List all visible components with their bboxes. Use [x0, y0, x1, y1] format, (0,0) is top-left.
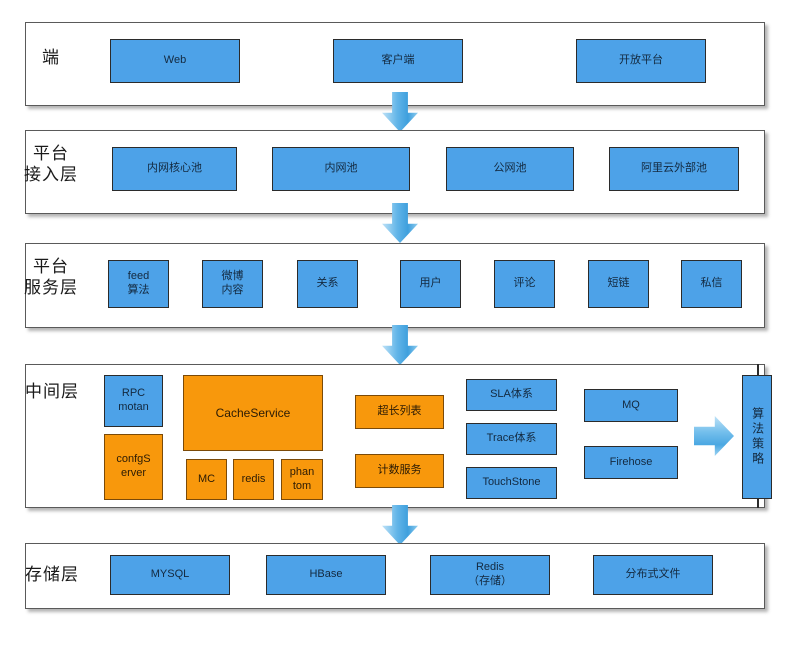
- node-redis-cache[interactable]: redis: [233, 459, 274, 500]
- node-algorithm-strategy[interactable]: 算法策略: [742, 375, 772, 499]
- node-private-message[interactable]: 私信: [681, 260, 742, 308]
- node-user[interactable]: 用户: [400, 260, 461, 308]
- node-cache-service[interactable]: CacheService: [183, 375, 323, 451]
- node-internal-pool[interactable]: 内网池: [272, 147, 410, 191]
- node-short-link[interactable]: 短链: [588, 260, 649, 308]
- node-web[interactable]: Web: [110, 39, 240, 83]
- node-client-app[interactable]: 客户端: [333, 39, 463, 83]
- node-phantom[interactable]: phan tom: [281, 459, 323, 500]
- node-open-platform[interactable]: 开放平台: [576, 39, 706, 83]
- node-redis-storage[interactable]: Redis （存储）: [430, 555, 550, 595]
- layer-title-platform-service: 平台 服务层: [24, 257, 78, 299]
- node-firehose[interactable]: Firehose: [584, 446, 678, 479]
- layer-title-platform-access: 平台 接入层: [24, 144, 78, 186]
- node-rpc-motan[interactable]: RPC motan: [104, 375, 163, 427]
- layer-title-middleware: 中间层: [25, 382, 79, 402]
- node-mc[interactable]: MC: [186, 459, 227, 500]
- node-touchstone[interactable]: TouchStone: [466, 467, 557, 499]
- node-public-pool[interactable]: 公网池: [446, 147, 574, 191]
- arrow-service-to-middleware-icon: [382, 325, 418, 365]
- node-relationship[interactable]: 关系: [297, 260, 358, 308]
- node-aliyun-external-pool[interactable]: 阿里云外部池: [609, 147, 739, 191]
- node-mq[interactable]: MQ: [584, 389, 678, 422]
- node-comment[interactable]: 评论: [494, 260, 555, 308]
- node-distributed-file[interactable]: 分布式文件: [593, 555, 713, 595]
- layer-title-client: 端: [42, 48, 60, 68]
- node-mysql[interactable]: MYSQL: [110, 555, 230, 595]
- node-config-server[interactable]: confgS erver: [104, 434, 163, 500]
- node-super-long-list[interactable]: 超长列表: [355, 395, 444, 429]
- arrow-middleware-to-storage-icon: [382, 505, 418, 545]
- node-sla-system[interactable]: SLA体系: [466, 379, 557, 411]
- node-internal-core-pool[interactable]: 内网核心池: [112, 147, 237, 191]
- node-trace-system[interactable]: Trace体系: [466, 423, 557, 455]
- node-hbase[interactable]: HBase: [266, 555, 386, 595]
- node-weibo-content[interactable]: 微博 内容: [202, 260, 263, 308]
- node-counting-service[interactable]: 计数服务: [355, 454, 444, 488]
- layer-title-storage: 存储层: [25, 565, 79, 585]
- node-feed-algorithm[interactable]: feed 算法: [108, 260, 169, 308]
